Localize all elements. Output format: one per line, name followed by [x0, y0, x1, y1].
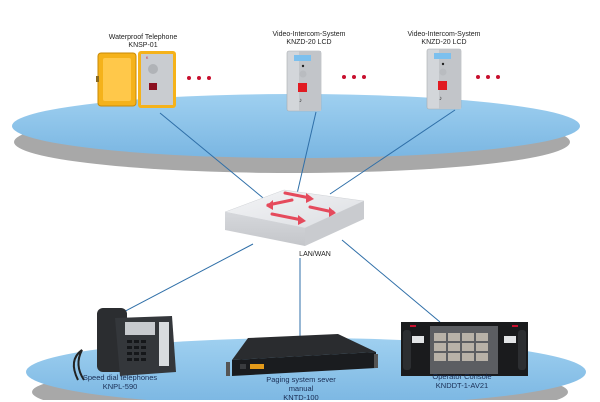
speed-dial-telephone-label: Speed dial telephones KNPL-590: [83, 373, 157, 391]
device-model: KNZD-20 LCD: [286, 39, 332, 46]
video-intercom-1-device: ♪: [286, 50, 322, 112]
link-waterproof-to-switch: [159, 112, 269, 203]
device-model: KNDDT-1-AV21: [435, 381, 489, 390]
speed-dial-telephone-device: [72, 308, 176, 381]
more-devices-indicator-2: [342, 75, 366, 79]
top-platform: [12, 94, 580, 158]
svg-text:♪: ♪: [299, 98, 302, 104]
device-title: Video-Intercom-System: [272, 31, 346, 38]
video-intercom-2-label: Video-Intercom-System KNZD-20 LCD: [407, 31, 480, 47]
network-switch: [224, 189, 365, 246]
waterproof-telephone-label: Waterproof Telephone KNSP-01: [109, 34, 178, 50]
link-intercom2-to-switch: [329, 109, 456, 195]
link-intercom1-to-switch: [296, 111, 317, 195]
link-switch-to-console: [341, 239, 441, 323]
device-model: KNZD-20 LCD: [421, 39, 467, 46]
device-title: Speed dial telephones: [82, 373, 158, 382]
more-devices-indicator-3: [476, 75, 500, 79]
video-intercom-2-device: ♪: [426, 48, 462, 110]
waterproof-telephone-device: K: [96, 51, 176, 108]
device-title: Waterproof Telephone: [108, 34, 178, 41]
device-title: Video-Intercom-System: [407, 31, 481, 38]
paging-server-label: Paging system sever manual KNTD-100: [266, 375, 336, 402]
more-devices-indicator-1: [187, 76, 211, 80]
link-switch-to-phone: [115, 243, 254, 317]
paging-server-device: [226, 334, 378, 376]
device-title: Paging system sever: [266, 375, 336, 384]
switch-label: LAN/WAN: [299, 251, 331, 258]
device-subtitle: manual: [288, 384, 314, 393]
device-model: KNSP-01: [128, 42, 158, 49]
svg-text:♪: ♪: [439, 96, 442, 102]
operator-console-device: [401, 322, 528, 376]
svg-text:K: K: [146, 56, 149, 60]
device-title: Operator Console: [432, 372, 492, 381]
device-model: KNPL-590: [102, 382, 138, 391]
video-intercom-1-label: Video-Intercom-System KNZD-20 LCD: [272, 31, 345, 47]
device-model: KNTD-100: [283, 393, 319, 402]
operator-console-label: Operator Console KNDDT-1-AV21: [432, 372, 491, 390]
switch-arrows-icon: [266, 191, 336, 225]
